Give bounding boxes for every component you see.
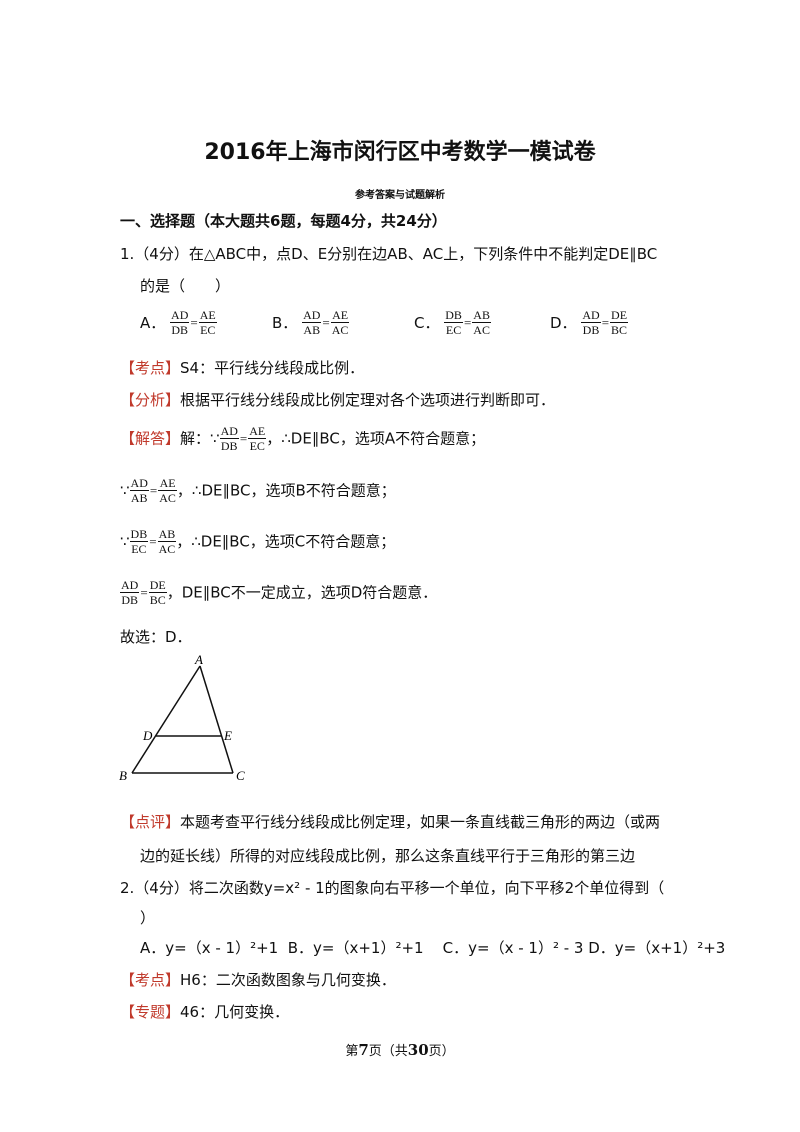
q1-dianping-line1: 【点评】本题考查平行线分线段成比例定理，如果一条直线截三角形的两边（或两	[120, 813, 661, 831]
q1-kaodian: 【考点】S4：平行线分线段成比例．	[120, 359, 365, 377]
q2-stem-line2: ）	[140, 909, 156, 927]
label-e: E	[223, 728, 232, 743]
section-heading: 一、选择题（本大题共6题，每题4分，共24分）	[120, 212, 447, 230]
label-a: A	[194, 652, 203, 667]
triangle-figure: A B C D E	[119, 652, 245, 783]
q1-dianping-line2: 边的延长线）所得的对应线段成比例，那么这条直线平行于三角形的第三边	[140, 847, 636, 865]
page-footer: 第7页（共30页）	[345, 1041, 455, 1059]
page-subtitle: 参考答案与试题解析	[355, 190, 445, 201]
page-total: 30	[407, 1041, 429, 1059]
side-ab	[131, 665, 201, 774]
q1-fenxi: 【分析】根据平行线分线段成比例定理对各个选项进行判断即可．	[120, 391, 556, 409]
page-title: 2016年上海市闵行区中考数学一模试卷	[204, 140, 596, 165]
q2-options: A．y=（x - 1）²+1 B．y=（x+1）²+1 C．y=（x - 1）²…	[140, 939, 726, 957]
label-b: B	[119, 768, 127, 783]
q1-answer: 故选：D．	[120, 628, 192, 646]
label-d: D	[142, 728, 153, 743]
q2-zhuanti: 【专题】46：几何变换．	[120, 1003, 290, 1021]
label-c: C	[236, 768, 245, 783]
page-number: 7	[358, 1041, 369, 1059]
side-ac	[199, 665, 234, 774]
q1-stem-line2: 的是（ ）	[140, 277, 231, 295]
q1-stem-line1: 1.（4分）在△ABC中，点D、E分别在边AB、AC上，下列条件中不能判定DE∥…	[120, 245, 658, 263]
q2-kaodian: 【考点】H6：二次函数图象与几何变换．	[120, 971, 396, 989]
q2-stem-line1: 2.（4分）将二次函数y=x² - 1的图象向右平移一个单位，向下平移2个单位得…	[120, 879, 665, 897]
